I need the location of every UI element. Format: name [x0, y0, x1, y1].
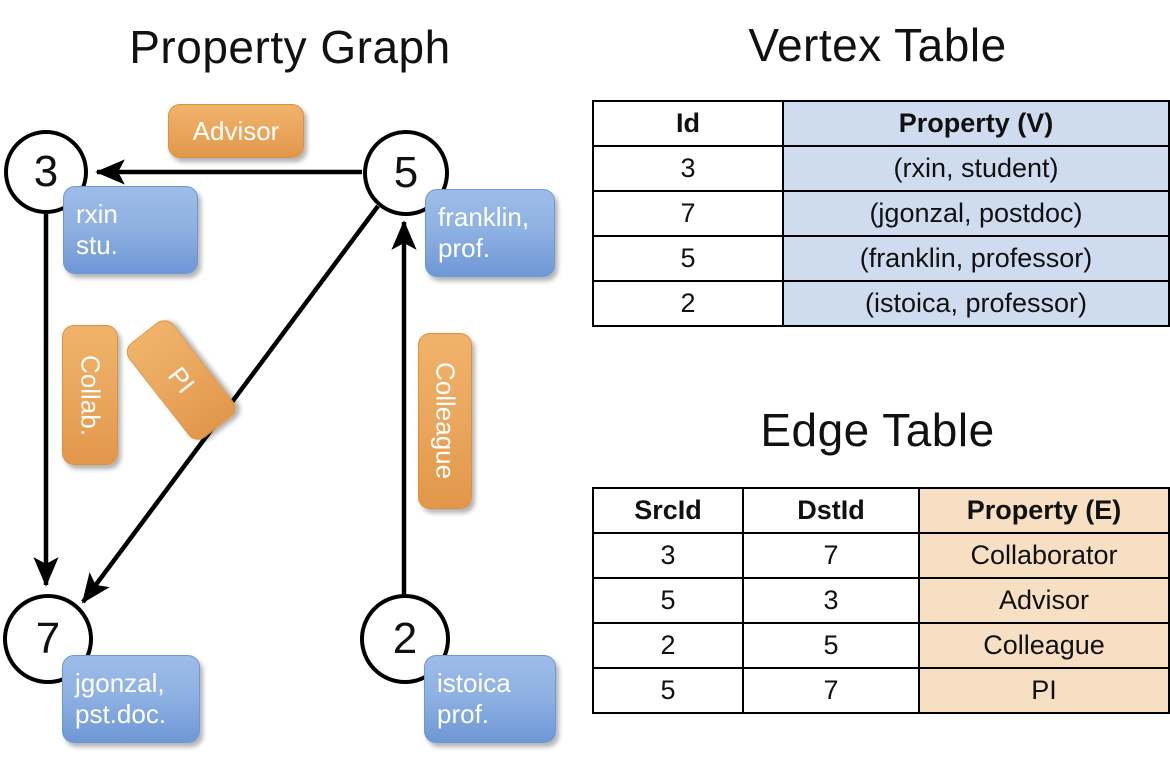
edge-row-0-property: Collaborator — [918, 532, 1170, 579]
edge-row-1-property: Advisor — [918, 577, 1170, 624]
edge-row-3-dst: 7 — [742, 667, 920, 714]
graph-node-5[interactable]: 5 — [363, 130, 449, 216]
table-row: 5 7 PI — [592, 667, 1170, 714]
vertex-row-2-property: (franklin, professor) — [782, 235, 1170, 282]
vertex-callout-2-line1: istoica — [437, 668, 511, 699]
vertex-table-header-id: Id — [592, 100, 784, 147]
edge-table: SrcId DstId Property (E) 3 7 Collaborato… — [592, 487, 1170, 714]
table-row: 5 3 Advisor — [592, 577, 1170, 624]
vertex-row-2-id: 5 — [592, 235, 784, 282]
table-row: 2 5 Colleague — [592, 622, 1170, 669]
page-title-property-graph: Property Graph — [129, 21, 451, 73]
edge-row-3-property: PI — [918, 667, 1170, 714]
edge-row-0-dst: 7 — [742, 532, 920, 579]
vertex-row-0-id: 3 — [592, 145, 784, 192]
edge-callout-pi[interactable]: PI — [121, 315, 241, 445]
edge-row-3-src: 5 — [592, 667, 744, 714]
vertex-table-header-row: Id Property (V) — [592, 100, 1170, 147]
page-title-edge-table: Edge Table — [760, 404, 995, 456]
table-row: 3 (rxin, student) — [592, 145, 1170, 192]
edge-row-2-src: 2 — [592, 622, 744, 669]
table-row: 5 (franklin, professor) — [592, 235, 1170, 282]
edge-row-0-src: 3 — [592, 532, 744, 579]
vertex-callout-2[interactable]: istoica prof. — [424, 655, 556, 743]
edge-row-1-src: 5 — [592, 577, 744, 624]
property-graph-diagram: 3 5 7 2 rxin stu. franklin, prof. jgonza… — [3, 104, 556, 743]
edge-table-header-row: SrcId DstId Property (E) — [592, 487, 1170, 534]
vertex-table: Id Property (V) 3 (rxin, student) 7 (jgo… — [592, 100, 1170, 327]
vertex-callout-3[interactable]: rxin stu. — [63, 186, 198, 274]
edge-row-2-property: Colleague — [918, 622, 1170, 669]
vertex-callout-5-line2: prof. — [438, 233, 491, 263]
vertex-callout-3-line1: rxin — [76, 199, 118, 230]
vertex-callout-3-line2: stu. — [76, 230, 118, 260]
vertex-table-header-property: Property (V) — [782, 100, 1170, 147]
edge-table-header-dstid: DstId — [742, 487, 920, 534]
table-row: 3 7 Collaborator — [592, 532, 1170, 579]
edge-table-header-srcid: SrcId — [592, 487, 744, 534]
vertex-row-1-property: (jgonzal, postdoc) — [782, 190, 1170, 237]
edge-callout-collab[interactable]: Collab. — [62, 325, 118, 465]
vertex-callout-5-line1: franklin, — [438, 202, 530, 233]
edge-callout-advisor[interactable]: Advisor — [168, 104, 304, 158]
edge-table-header-property: Property (E) — [918, 487, 1170, 534]
edge-row-1-dst: 3 — [742, 577, 920, 624]
vertex-row-3-property: (istoica, professor) — [782, 280, 1170, 327]
vertex-callout-7-line1: jgonzal, — [75, 668, 165, 699]
table-row: 2 (istoica, professor) — [592, 280, 1170, 327]
graph-node-2[interactable]: 2 — [360, 594, 450, 684]
page-title-vertex-table: Vertex Table — [748, 19, 1007, 71]
edge-row-2-dst: 5 — [742, 622, 920, 669]
edge-callout-colleague[interactable]: Colleague — [418, 333, 472, 509]
table-row: 7 (jgonzal, postdoc) — [592, 190, 1170, 237]
vertex-row-1-id: 7 — [592, 190, 784, 237]
vertex-callout-7[interactable]: jgonzal, pst.doc. — [62, 655, 200, 743]
vertex-callout-2-line2: prof. — [437, 699, 490, 729]
vertex-callout-5[interactable]: franklin, prof. — [425, 189, 555, 277]
vertex-callout-7-line2: pst.doc. — [75, 699, 167, 729]
vertex-row-0-property: (rxin, student) — [782, 145, 1170, 192]
vertex-row-3-id: 2 — [592, 280, 784, 327]
